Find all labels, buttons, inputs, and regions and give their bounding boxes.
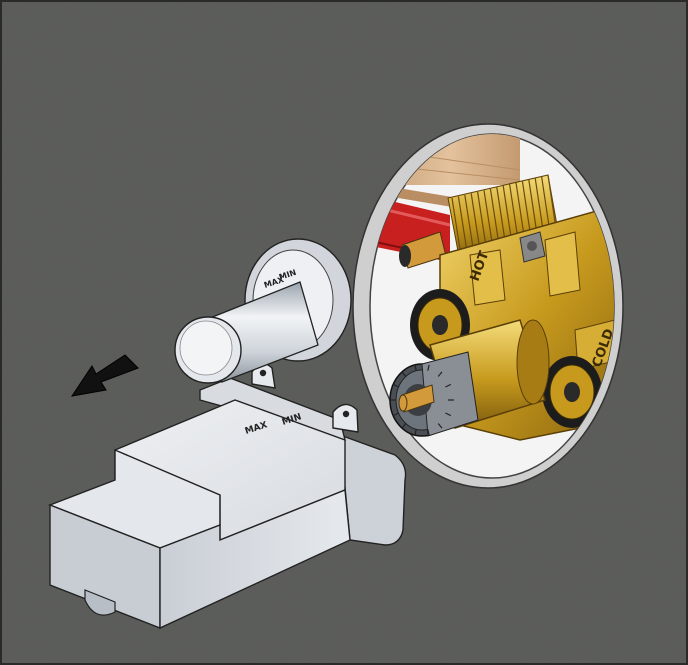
cartridge-stem	[398, 384, 435, 413]
cover-side-wing	[339, 433, 407, 546]
cartridge-tooth	[401, 371, 407, 377]
cartridge-tooth	[437, 423, 443, 429]
cartridge-tooth	[392, 383, 399, 388]
cartridge-tooth	[427, 364, 430, 371]
arrow-left-down-icon	[70, 354, 139, 397]
cartridge-tooth	[445, 412, 452, 417]
cartridge-tooth	[392, 412, 399, 417]
cartridge	[389, 351, 479, 437]
cartridge-tooth	[445, 383, 452, 388]
wall-opening: HOT COLD	[352, 123, 624, 489]
right-stop-valve	[542, 356, 602, 428]
handle-cap: MIN MAX	[174, 238, 352, 384]
cover-bottom-notch	[84, 589, 116, 616]
cartridge-tooth	[401, 423, 407, 429]
cover-tab-right	[332, 403, 359, 433]
cartridge-tooth	[427, 429, 430, 436]
cartridge-tooth	[437, 371, 443, 377]
trim-cover: MIN MAX	[48, 363, 407, 630]
cartridge-tooth	[414, 364, 417, 371]
cartridge-tooth	[414, 429, 417, 436]
